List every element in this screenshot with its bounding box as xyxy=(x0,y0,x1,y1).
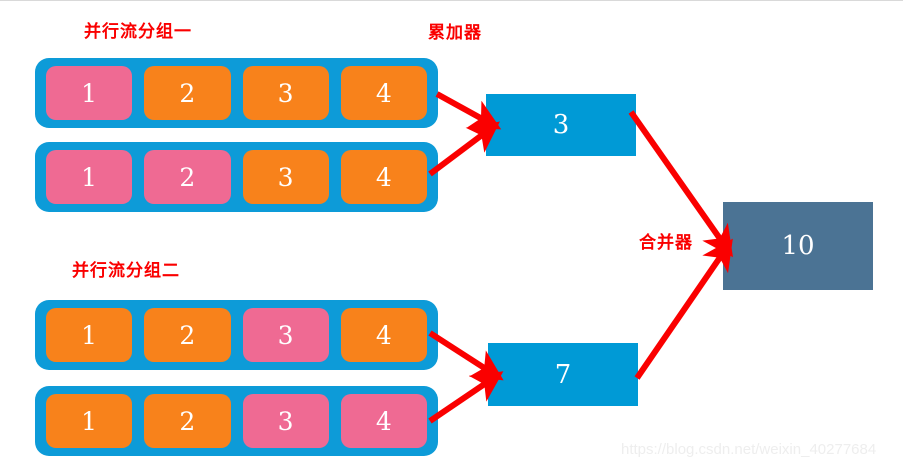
stream-cells: 1 2 3 4 xyxy=(46,150,427,204)
stream-cell: 4 xyxy=(340,150,427,204)
combiner-result-box: 10 xyxy=(723,202,873,290)
stream-cell: 3 xyxy=(242,66,329,120)
stream-cell: 4 xyxy=(340,66,427,120)
label-combiner: 合并器 xyxy=(639,233,693,253)
watermark-text: https://blog.csdn.net/weixin_40277684 xyxy=(621,441,877,458)
accumulator-box-group-one: 3 xyxy=(486,94,636,156)
stream-cell: 1 xyxy=(46,308,133,362)
arrow-g2-s2-to-accumulator xyxy=(428,371,504,424)
stream-cell: 1 xyxy=(46,394,133,448)
stream-cell: 4 xyxy=(340,394,427,448)
label-accumulator: 累加器 xyxy=(428,23,482,43)
top-divider xyxy=(0,0,903,1)
stream-cells: 1 2 3 4 xyxy=(46,66,427,120)
stream-cell: 2 xyxy=(144,150,231,204)
stream-cell: 1 xyxy=(46,66,133,120)
stream-bar-g2-s2: 1 2 3 4 xyxy=(35,386,438,456)
stream-cell: 2 xyxy=(144,308,231,362)
stream-cells: 1 2 3 4 xyxy=(46,308,427,362)
label-group-two: 并行流分组二 xyxy=(72,261,180,281)
stream-cell: 2 xyxy=(144,394,231,448)
stream-bar-g2-s1: 1 2 3 4 xyxy=(35,300,438,370)
accumulator-box-group-two: 7 xyxy=(488,343,638,406)
arrow-g1-s1-to-accumulator xyxy=(435,91,502,130)
stream-cells: 1 2 3 4 xyxy=(46,394,427,448)
stream-cell: 3 xyxy=(242,150,329,204)
stream-cell: 3 xyxy=(242,394,329,448)
arrow-accumulator-two-to-combiner xyxy=(634,238,733,380)
label-group-one: 并行流分组一 xyxy=(84,22,192,42)
stream-cell: 4 xyxy=(340,308,427,362)
stream-bar-g1-s2: 1 2 3 4 xyxy=(35,142,438,212)
stream-bar-g1-s1: 1 2 3 4 xyxy=(35,58,438,128)
stream-cell: 1 xyxy=(46,150,133,204)
arrow-g2-s1-to-accumulator xyxy=(428,330,504,381)
arrow-accumulator-one-to-combiner xyxy=(628,110,734,258)
arrow-g1-s2-to-accumulator xyxy=(428,121,500,177)
stream-cell: 3 xyxy=(242,308,329,362)
stream-cell: 2 xyxy=(144,66,231,120)
